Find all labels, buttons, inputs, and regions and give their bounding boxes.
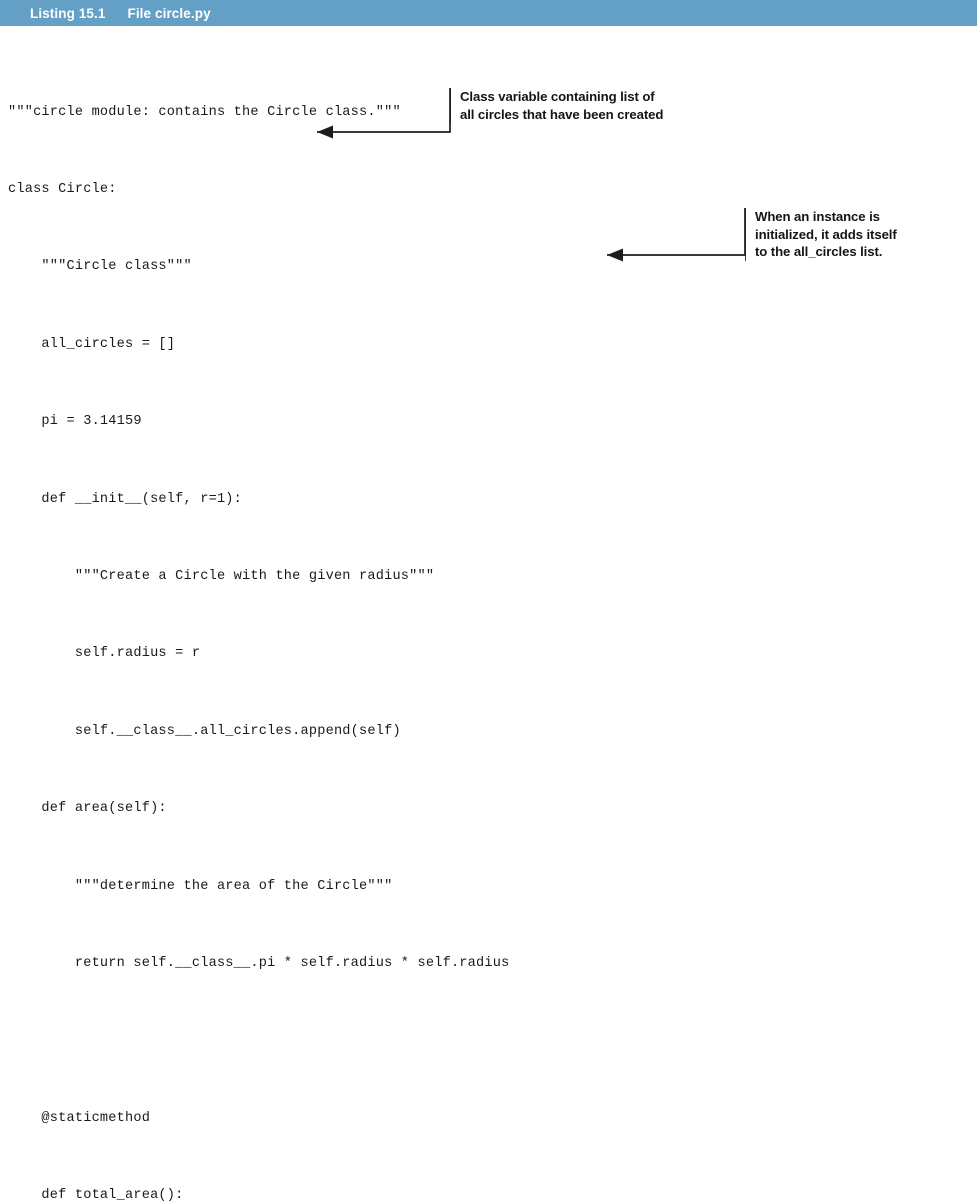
arrowhead-icon	[317, 125, 333, 139]
code-line: """circle module: contains the Circle cl…	[8, 104, 401, 120]
code-line: def __init__(self, r=1):	[8, 491, 243, 507]
code-line: @staticmethod	[8, 1110, 151, 1126]
code-line: """determine the area of the Circle"""	[8, 878, 393, 894]
arrowhead-icon	[607, 248, 623, 262]
listing-header-bar: Listing 15.1 File circle.py	[0, 0, 977, 26]
annotation-class-variable: Class variable containing list of all ci…	[450, 88, 663, 123]
annotation-line: Class variable containing list of	[460, 89, 655, 104]
leader-line-annotation-2	[607, 208, 746, 262]
listing-title: File circle.py	[127, 5, 211, 21]
annotation-line: all circles that have been created	[460, 106, 664, 122]
code-line: all_circles = []	[8, 336, 176, 352]
code-line: """Create a Circle with the given radius…	[8, 568, 435, 584]
code-line-blank	[8, 1028, 908, 1054]
annotation-line: to the all_circles list.	[755, 244, 883, 259]
code-line: def total_area():	[8, 1188, 184, 1202]
code-line: def area(self):	[8, 801, 167, 817]
code-line: class Circle:	[8, 181, 117, 197]
code-line: pi = 3.14159	[8, 414, 142, 430]
code-line: self.radius = r	[8, 646, 201, 662]
annotation-instance-init: When an instance is initialized, it adds…	[745, 208, 897, 261]
code-line: return self.__class__.pi * self.radius *…	[8, 955, 510, 971]
annotation-line: initialized, it adds itself	[755, 226, 897, 242]
leader-line-annotation-1	[317, 88, 451, 139]
code-line: self.__class__.all_circles.append(self)	[8, 723, 401, 739]
code-line: """Circle class"""	[8, 259, 192, 275]
listing-number: Listing 15.1	[30, 5, 106, 21]
annotation-line: When an instance is	[755, 209, 880, 224]
